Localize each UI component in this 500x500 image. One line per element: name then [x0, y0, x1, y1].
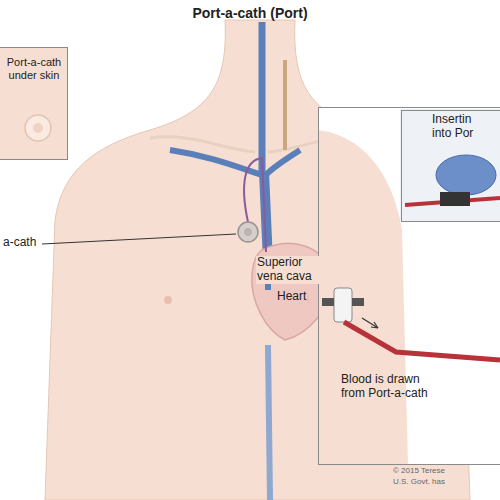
- inset-torso: [318, 130, 408, 465]
- part-label: Heart: [276, 290, 307, 304]
- artery: [283, 60, 287, 150]
- copyright: © 2015 Terese: [392, 466, 446, 475]
- port-bump: [25, 115, 51, 141]
- gloved-hand: [436, 155, 496, 195]
- inset-caption: Port-a-cath under skin: [3, 56, 65, 81]
- port-bump-center: [33, 123, 43, 133]
- inset-ground: [0, 47, 68, 160]
- inset-box: Blood is drawn from Port-a-cath Insertin …: [318, 107, 500, 465]
- part-label: Superior vena cava: [256, 256, 328, 284]
- port-septum: [244, 228, 252, 236]
- needle-device: [440, 192, 470, 206]
- jugular-vein: [259, 22, 266, 175]
- blood-tube: [344, 322, 500, 360]
- subclavian-vein: [266, 150, 300, 175]
- leader-line: [42, 234, 236, 244]
- title: Port-a-cath (Port): [0, 5, 500, 21]
- inset-caption: Blood is drawn from Port-a-cath: [341, 373, 441, 401]
- clavicle: [150, 137, 255, 152]
- inset-caption: Insertin into Por: [432, 113, 488, 141]
- inset-box: Insertin into Por: [401, 110, 500, 222]
- inset-box: Port-a-cath under skin: [0, 47, 68, 160]
- port: [238, 222, 258, 242]
- needle-wing: [322, 298, 334, 306]
- inferior-vena-cava: [268, 345, 270, 500]
- inset-ground: [400, 109, 500, 221]
- access-needle: [334, 288, 352, 322]
- nipple: [164, 296, 172, 304]
- copyright: U.S. Govt. has: [392, 477, 446, 486]
- part-label: a-cath: [2, 236, 37, 250]
- needle-wing: [352, 298, 364, 306]
- inset-ground: [318, 107, 500, 465]
- arrow: [362, 318, 378, 328]
- arrow-head: [371, 322, 378, 328]
- subclavian-vein: [170, 150, 262, 175]
